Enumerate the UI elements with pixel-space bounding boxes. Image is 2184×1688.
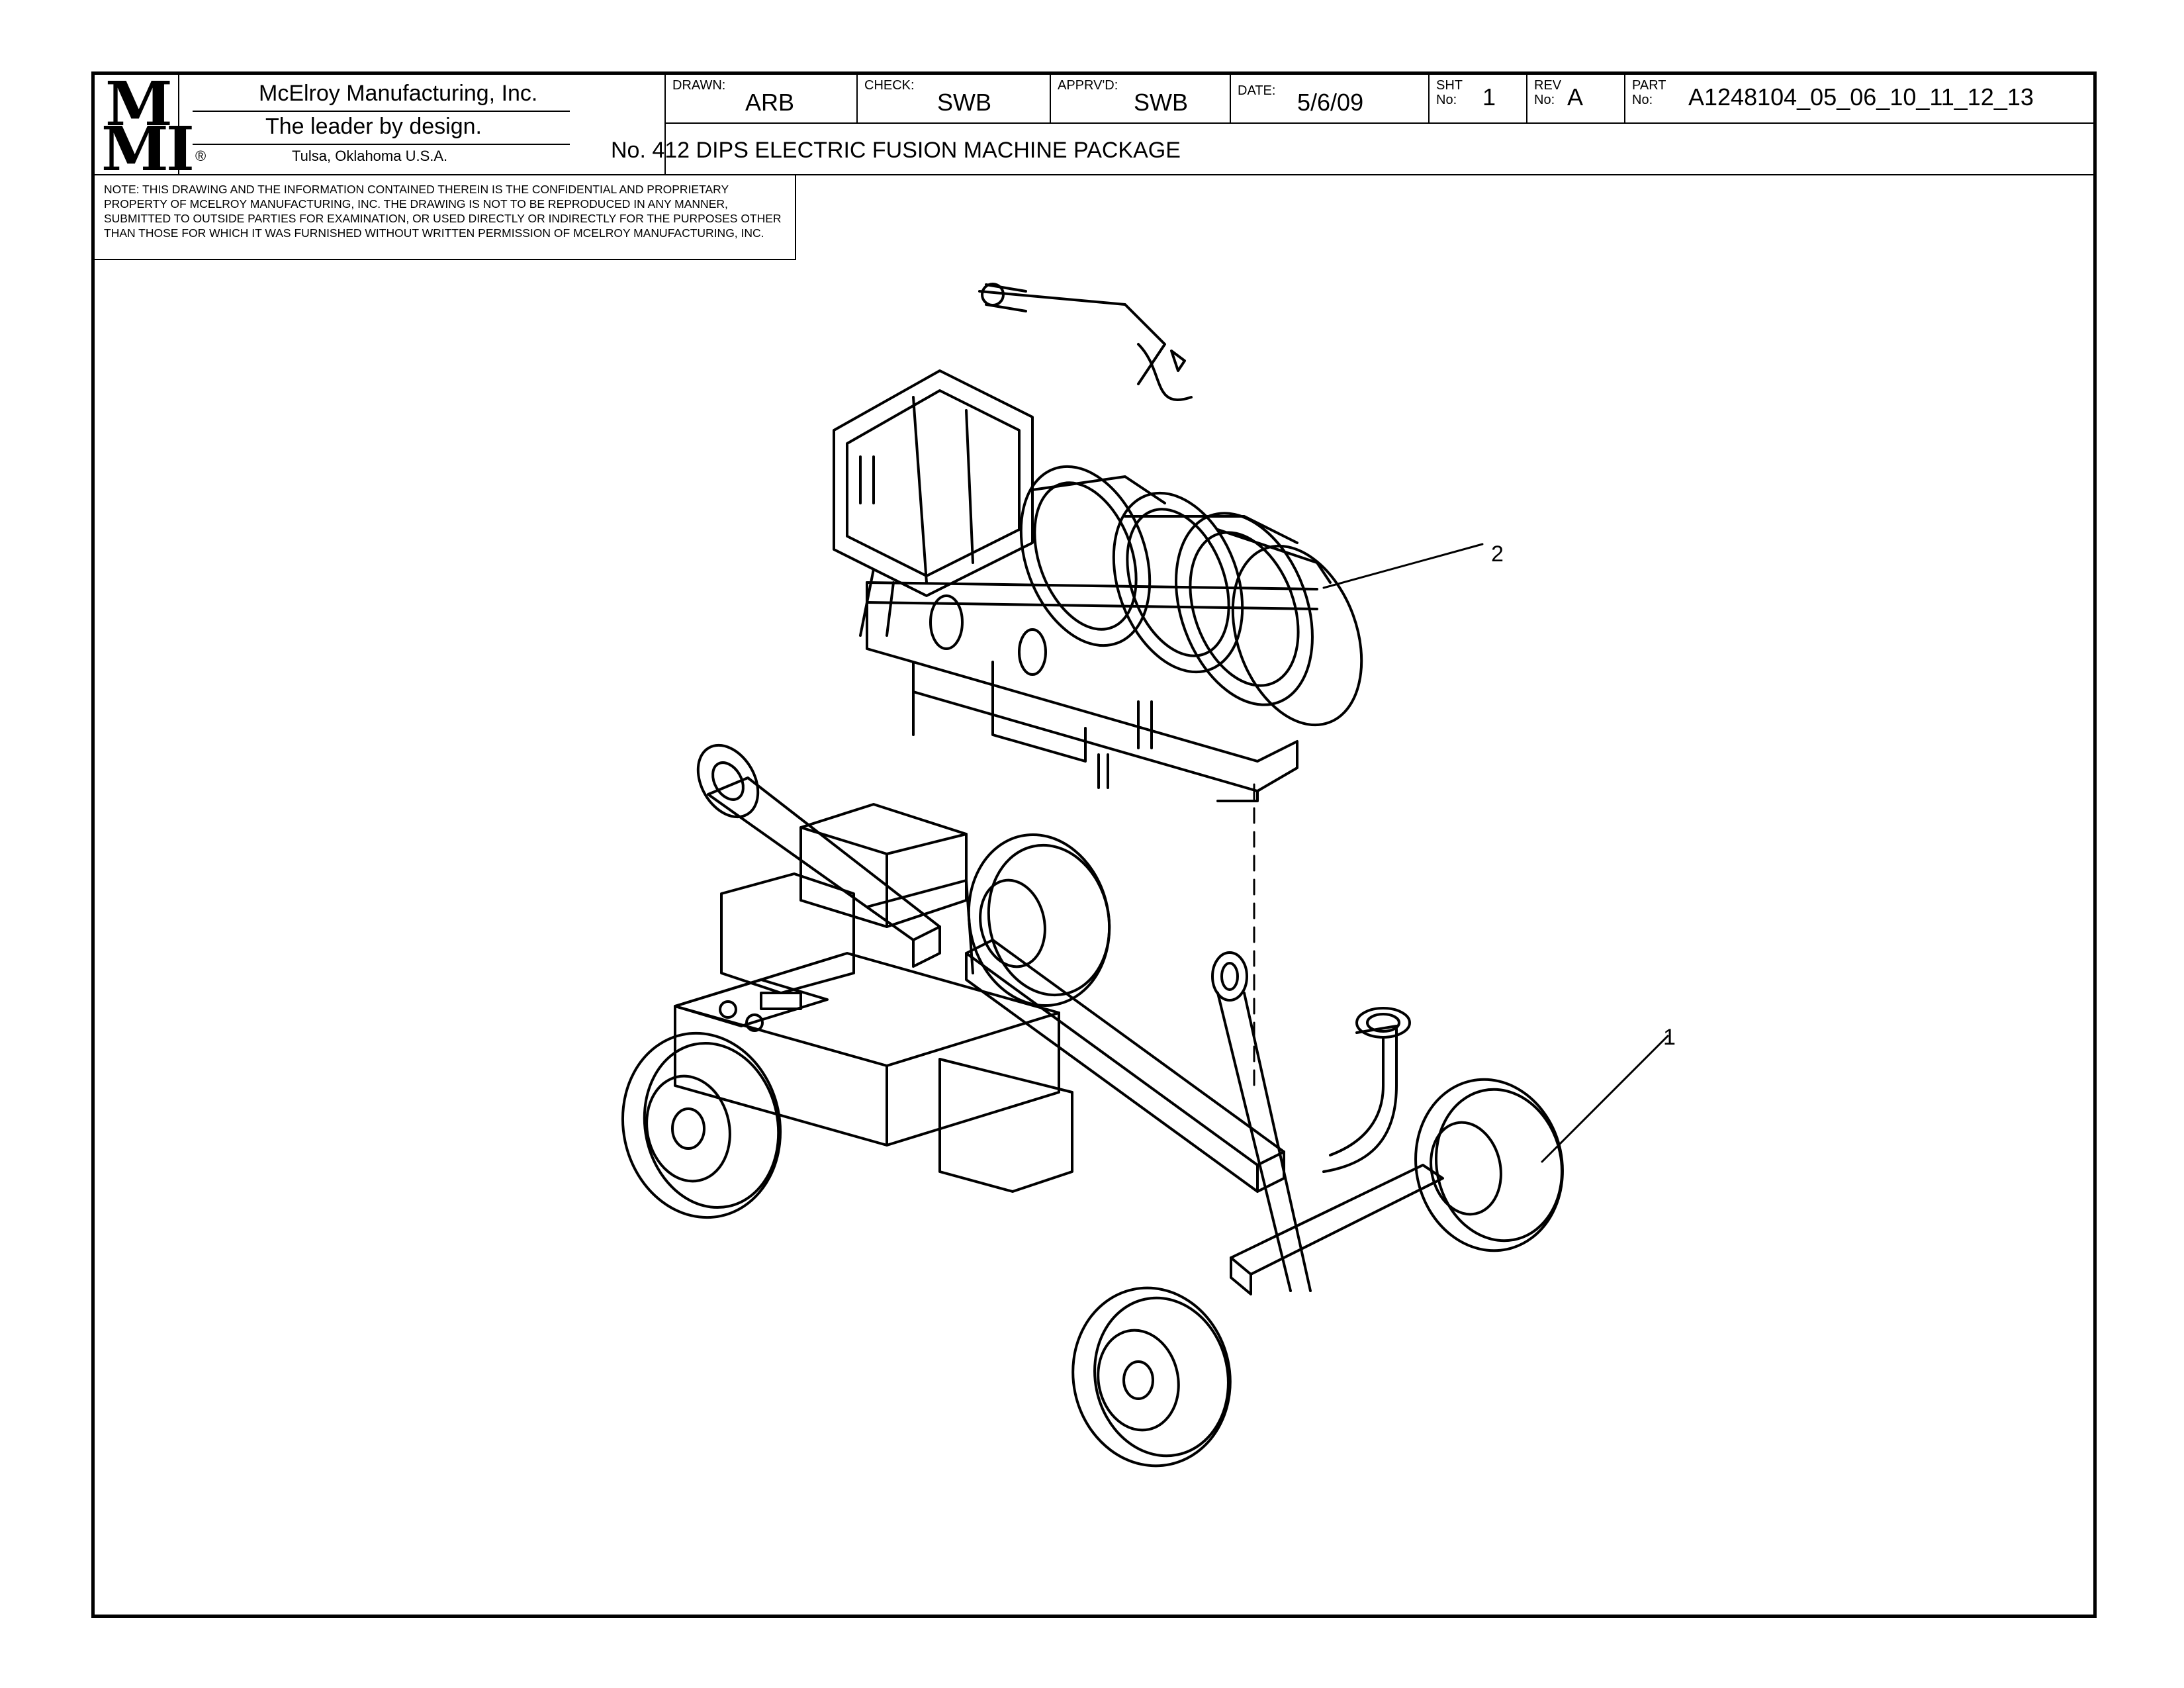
- cart-drawing: [674, 743, 1444, 1295]
- company-location: Tulsa, Oklahoma U.S.A.: [292, 148, 448, 164]
- sheet-label-1: SHT: [1436, 78, 1463, 93]
- drawing-sheet: M MI McElroy Manufacturing, Inc. The lea…: [91, 71, 2097, 1618]
- registered-mark: ®: [195, 148, 206, 164]
- part-value: A1248104_05_06_10_11_12_13: [1688, 83, 2034, 111]
- wheel-front-left: [1071, 1286, 1232, 1468]
- item-balloon-2: 2: [1491, 541, 1504, 567]
- part-number-cell: PART No: A1248104_05_06_10_11_12_13: [1625, 75, 2093, 124]
- company-name: McElroy Manufacturing, Inc.: [259, 81, 538, 106]
- item-balloon-1: 1: [1663, 1025, 1676, 1050]
- part-label-2: No:: [1632, 93, 1653, 107]
- date-label: DATE:: [1238, 83, 1276, 98]
- check-label: CHECK:: [864, 78, 915, 93]
- company-slogan-rule: [193, 144, 570, 145]
- drawing-title: No. 412 DIPS ELECTRIC FUSION MACHINE PAC…: [611, 138, 1181, 163]
- company-slogan: The leader by design.: [265, 114, 482, 139]
- approved-value: SWB: [1134, 89, 1189, 116]
- revision-cell: REV No: A: [1527, 75, 1625, 124]
- rev-label-1: REV: [1534, 78, 1562, 93]
- wheel-rear-right: [967, 833, 1111, 1008]
- drawn-value: ARB: [745, 89, 795, 116]
- date-value: 5/6/09: [1297, 89, 1364, 116]
- company-logo: M MI: [95, 68, 195, 179]
- approved-label: APPRV'D:: [1058, 78, 1118, 93]
- rev-label-2: No:: [1534, 93, 1555, 107]
- sheet-number-cell: SHT No: 1: [1430, 75, 1527, 124]
- drawn-cell: DRAWN: ARB: [666, 75, 858, 124]
- rev-value: A: [1567, 83, 1584, 111]
- sheet-label-2: No:: [1436, 93, 1457, 107]
- date-cell: DATE: 5/6/09: [1231, 75, 1430, 124]
- sheet-value: 1: [1482, 83, 1496, 111]
- logo-letter-bottom: MI: [101, 113, 195, 185]
- drawn-label: DRAWN:: [672, 78, 726, 93]
- approved-cell: APPRV'D: SWB: [1051, 75, 1231, 124]
- check-value: SWB: [937, 89, 992, 116]
- wheel-front-right: [1414, 1078, 1564, 1252]
- wheel-rear-left: [621, 1031, 782, 1219]
- logo-letter-top: M: [105, 68, 173, 140]
- fusion-machine-drawing: [833, 283, 1363, 802]
- check-cell: CHECK: SWB: [858, 75, 1051, 124]
- confidential-note: NOTE: THIS DRAWING AND THE INFORMATION C…: [95, 174, 796, 260]
- company-info: McElroy Manufacturing, Inc. The leader b…: [179, 75, 666, 174]
- company-name-rule: [193, 111, 570, 112]
- title-block: M MI McElroy Manufacturing, Inc. The lea…: [95, 68, 2093, 179]
- part-label-1: PART: [1632, 78, 1666, 93]
